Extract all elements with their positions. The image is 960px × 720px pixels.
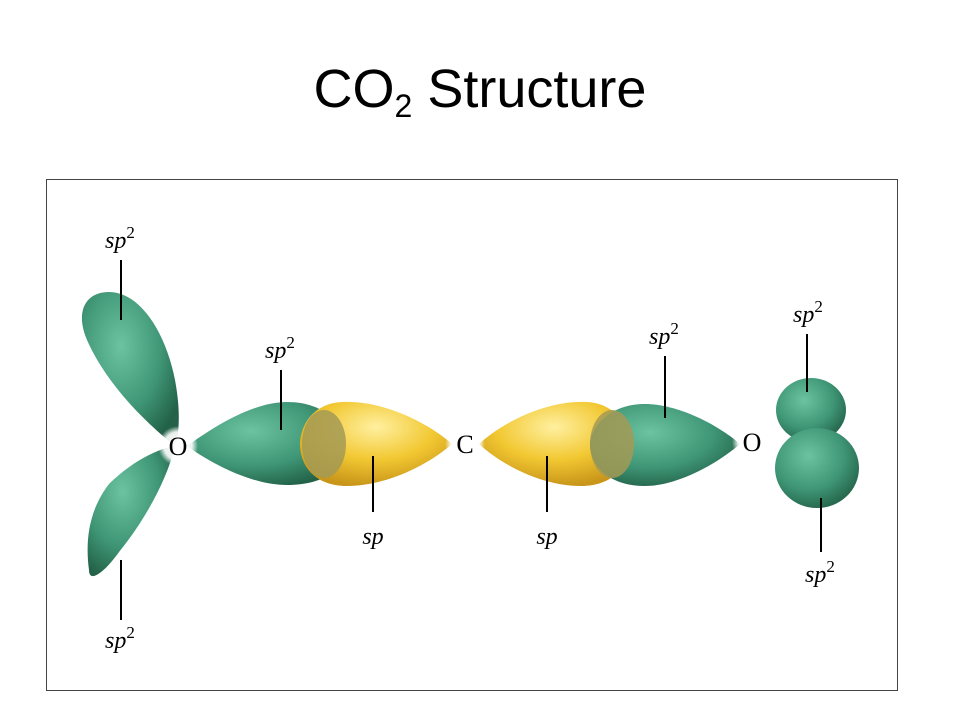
label-base: sp <box>805 562 826 588</box>
label-exp: 2 <box>126 223 135 242</box>
orbital-diagram-frame: O C O sp2 sp2 sp2 sp sp sp2 sp2 sp2 <box>46 179 898 691</box>
leader-lines <box>120 260 822 620</box>
carbon-glow <box>445 424 485 464</box>
title-main: CO <box>313 59 395 119</box>
label-exp: 2 <box>826 557 835 576</box>
label-exp: 2 <box>814 297 823 316</box>
label-base: sp <box>105 228 126 254</box>
label-base: sp <box>105 628 126 654</box>
atom-label-carbon: C <box>456 430 473 459</box>
label-sp2-right-bottom: sp2 <box>805 557 835 588</box>
slide-title: CO2 Structure <box>0 58 960 125</box>
left-o-glow <box>158 426 198 466</box>
left-o-upper-sp2-orbital <box>81 292 179 446</box>
label-exp: 2 <box>286 333 295 352</box>
title-subscript: 2 <box>394 88 413 124</box>
right-o-upper-sp2-orbital <box>776 378 846 442</box>
atom-label-left-oxygen: O <box>169 432 188 461</box>
right-overlap-region <box>590 410 634 478</box>
label-sp2-left-bond: sp2 <box>265 333 295 364</box>
label-base: sp <box>649 324 670 350</box>
carbon-right-sp-orbital <box>479 401 629 486</box>
label-sp-right: sp <box>536 524 557 550</box>
label-exp: 2 <box>126 623 135 642</box>
label-exp: 2 <box>670 319 679 338</box>
label-sp2-right-top: sp2 <box>793 297 823 328</box>
label-sp2-left-top: sp2 <box>105 223 135 254</box>
title-suffix: Structure <box>412 59 647 119</box>
left-overlap-region <box>302 410 346 478</box>
label-sp-left: sp <box>362 524 383 550</box>
left-o-lower-sp2-orbital <box>87 446 175 577</box>
atom-label-right-oxygen: O <box>743 428 762 457</box>
label-base: sp <box>793 302 814 328</box>
right-o-lower-sp2-orbital <box>775 428 859 508</box>
right-o-glow <box>732 422 772 462</box>
label-sp2-left-bottom: sp2 <box>105 623 135 654</box>
co2-orbital-diagram: O C O sp2 sp2 sp2 sp sp sp2 sp2 sp2 <box>81 223 859 654</box>
label-base: sp <box>265 338 286 364</box>
label-sp2-right-bond: sp2 <box>649 319 679 350</box>
